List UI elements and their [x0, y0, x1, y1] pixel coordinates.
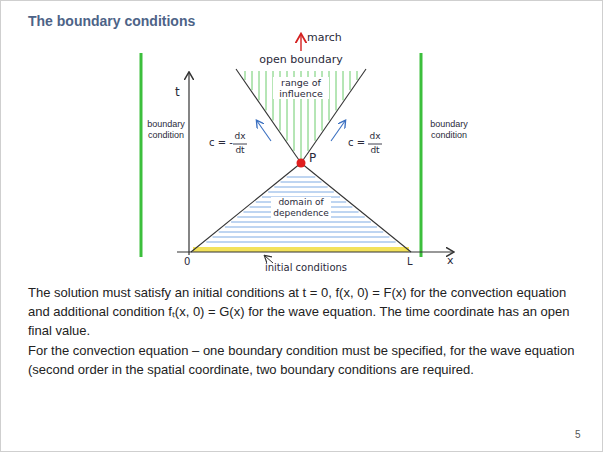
- hatch-line: [357, 71, 358, 80]
- march-arrow: [300, 35, 301, 51]
- t-axis: [188, 73, 189, 255]
- hatch-line: [287, 177, 316, 178]
- fraction-bar: [233, 144, 247, 145]
- fraction-bar: [368, 144, 382, 145]
- point-p: [297, 159, 306, 168]
- hatch-line: [213, 237, 390, 238]
- axis-label: t: [175, 85, 180, 99]
- point-label: P: [309, 151, 316, 165]
- boundary-label: boundary condition: [144, 119, 188, 141]
- initial-label: initial conditions: [251, 262, 361, 274]
- direction-arrow: [331, 121, 345, 141]
- hatch-line: [225, 227, 377, 228]
- boundary-bar: [140, 53, 143, 257]
- slide-title: The boundary conditions: [28, 13, 195, 29]
- hatch-line: [231, 222, 371, 223]
- hatch-line: [266, 71, 267, 110]
- hatch-line: [274, 187, 327, 188]
- speed-label: dx: [233, 131, 247, 142]
- domain-label: domain of dependence: [271, 197, 331, 219]
- body-paragraph: The solution must satisfy an initial con…: [28, 283, 581, 340]
- speed-label: dx: [368, 131, 382, 142]
- page-number: 5: [575, 429, 581, 441]
- hatch-line: [343, 71, 344, 100]
- hatch-line: [219, 232, 384, 233]
- open-boundary-label: open boundary: [251, 53, 351, 66]
- speed-label: dt: [368, 145, 382, 156]
- speed-label: c = -: [209, 137, 233, 149]
- hatch-line: [336, 71, 337, 110]
- range-label: range of influence: [273, 77, 329, 99]
- direction-arrow: [257, 121, 271, 141]
- axis-label: L: [407, 256, 413, 268]
- initial-band: [193, 247, 409, 252]
- hatch-line: [245, 71, 246, 80]
- body-paragraph: For the convection equation – one bounda…: [28, 341, 581, 379]
- boundary-label: boundary condition: [425, 119, 473, 141]
- march-label: march: [307, 31, 342, 44]
- hatch-line: [350, 71, 351, 90]
- hatch-line: [281, 182, 322, 183]
- boundary-bar: [420, 53, 423, 257]
- hatch-line: [259, 71, 260, 100]
- axis-label: x: [447, 254, 454, 267]
- x-axis: [177, 251, 453, 252]
- speed-label: c =: [348, 137, 365, 149]
- hatch-line: [206, 242, 395, 243]
- leader-arrow: [265, 256, 273, 263]
- axis-label: 0: [184, 256, 190, 268]
- hatch-line: [268, 192, 334, 193]
- speed-label: dt: [233, 145, 247, 156]
- hatch-line: [252, 71, 253, 90]
